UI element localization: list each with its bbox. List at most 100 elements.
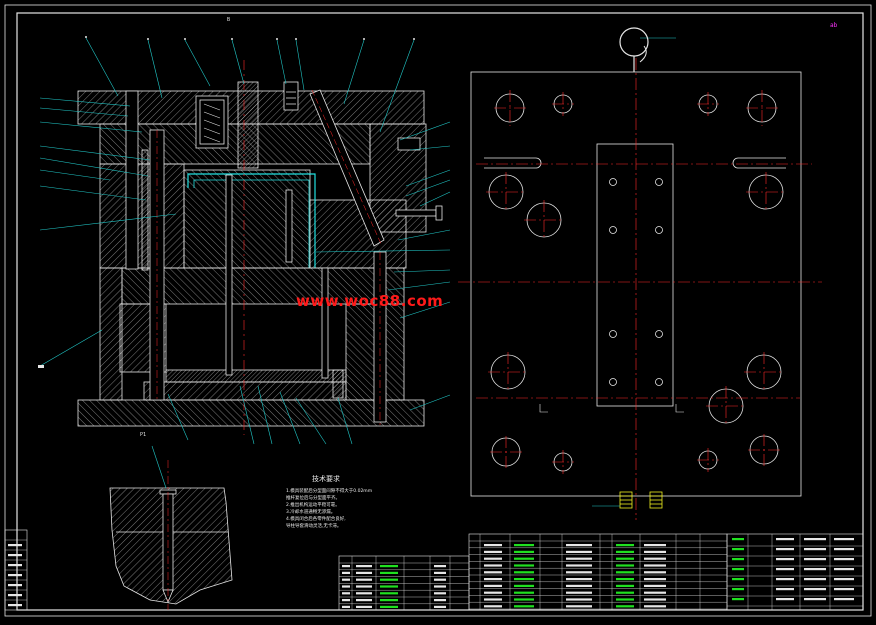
entry-mark [804,538,826,541]
entry-mark [342,592,350,595]
entry-mark [566,557,592,560]
entry-mark [356,565,372,568]
entry-mark [8,594,22,597]
entry-mark [732,568,744,571]
entry-mark [342,571,350,574]
entry-mark [616,605,634,608]
entry-mark [484,598,502,601]
entry-mark [616,550,634,553]
entry-mark [616,557,634,560]
title-block-entries [8,538,854,608]
entry-mark [732,538,744,541]
entry-mark [514,578,534,581]
entry-mark [776,598,794,601]
entry-mark [616,564,634,567]
entry-mark [380,599,398,602]
entry-mark [804,578,826,581]
tech-note: 4.模具闭合后各零件配合良好, [286,517,346,522]
detail-label: P1 [140,432,146,438]
tech-requirements: 1.模具装配后分型面间隙不得大于0.02mm 推杆复位后与分型面平齐。 2.推出… [286,488,458,530]
entry-mark [8,604,22,607]
entry-mark [8,544,22,547]
entry-mark [616,591,634,594]
plan-center-lines [458,58,822,520]
entry-mark [484,544,502,547]
entry-mark [732,558,744,561]
entry-mark [380,565,398,568]
entry-mark [566,544,592,547]
entry-mark [514,598,534,601]
section-view [77,60,443,435]
entry-mark [834,588,854,591]
entry-mark [434,592,446,595]
section-markers [539,404,684,507]
entry-mark [342,578,350,581]
tech-note: 导柱导套滑动灵活,无卡滞。 [286,524,342,529]
entry-mark [566,591,592,594]
entry-mark [566,598,592,601]
entry-mark [804,558,826,561]
entry-mark [514,544,534,547]
entry-mark [8,584,22,587]
entry-mark [514,571,534,574]
entry-mark [380,605,398,608]
entry-mark [644,550,666,553]
entry-mark [834,548,854,551]
entry-mark [732,548,744,551]
entry-mark [434,571,446,574]
entry-mark [484,584,502,587]
entry-mark [644,578,666,581]
entry-mark [644,557,666,560]
entry-mark [484,605,502,608]
entry-mark [566,605,592,608]
entry-mark [356,571,372,574]
entry-mark [484,571,502,574]
entry-mark [356,578,372,581]
entry-mark [380,592,398,595]
corner-label: ab [830,22,838,29]
entry-mark [732,588,744,591]
entry-mark [434,599,446,602]
entry-mark [434,585,446,588]
watermark: www.woc88.com [296,292,444,310]
entry-mark [616,571,634,574]
entry-mark [356,599,372,602]
entry-mark [514,557,534,560]
entry-mark [342,599,350,602]
entry-mark [356,592,372,595]
entry-mark [514,591,534,594]
tech-note: 3.冷却水道通畅无渗漏。 [286,510,336,515]
detail-view [109,445,233,610]
entry-mark [566,584,592,587]
entry-mark [484,564,502,567]
entry-mark [356,585,372,588]
entry-mark [834,568,854,571]
entry-mark [644,564,666,567]
entry-mark [644,605,666,608]
entry-mark [776,538,794,541]
entry-mark [514,584,534,587]
entry-mark [484,591,502,594]
entry-mark [342,605,350,608]
entry-mark [804,598,826,601]
entry-mark [566,578,592,581]
entry-mark [566,564,592,567]
entry-mark [484,557,502,560]
entry-mark [776,568,794,571]
entry-mark [514,605,534,608]
entry-mark [834,538,854,541]
entry-mark [514,550,534,553]
entry-mark [342,565,350,568]
tech-note: 1.模具装配后分型面间隙不得大于0.02mm [286,489,373,494]
tech-requirements-title: 技术要求 [312,475,340,483]
entry-mark [616,544,634,547]
entry-mark [644,544,666,547]
entry-mark [644,598,666,601]
entry-mark [434,565,446,568]
entry-mark [434,578,446,581]
entry-mark [776,558,794,561]
entry-mark [434,605,446,608]
entry-mark [834,578,854,581]
entry-mark [776,588,794,591]
